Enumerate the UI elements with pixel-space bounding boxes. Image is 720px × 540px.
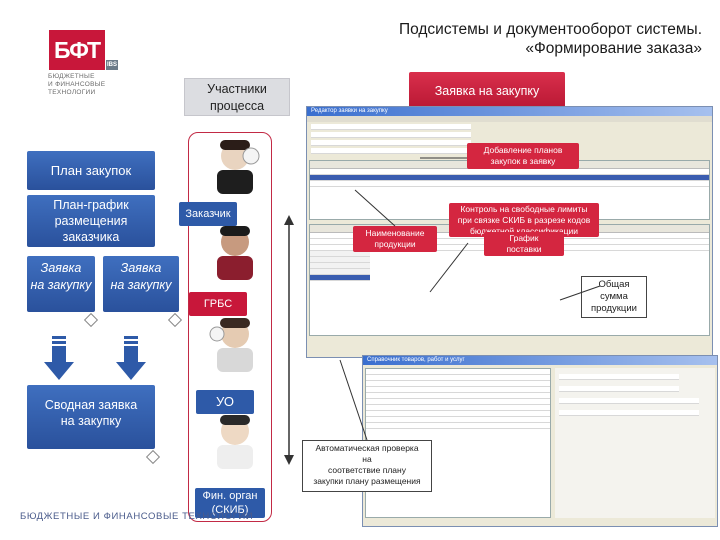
callout-schedule-line2: поставки: [506, 244, 542, 254]
tree-node[interactable]: [366, 423, 550, 429]
tree-node[interactable]: [366, 411, 550, 417]
footer-text: БЮДЖЕТНЫЕ И ФИНАНСОВЫЕ ТЕХНОЛОГИИ: [20, 511, 254, 522]
role-fin-organ: Фин. орган (СКИБ): [195, 488, 265, 518]
plan-purchases-box: План закупок: [27, 151, 155, 190]
context-menu-item[interactable]: [310, 263, 370, 269]
tree-node[interactable]: [366, 387, 550, 393]
product-directory-window: Справочник товаров, работ и услуг: [362, 355, 718, 527]
callout-add-plans: Добавление планов закупок в заявку: [467, 143, 579, 169]
directory-details: [555, 368, 715, 518]
down-arrow-icon: [116, 336, 146, 380]
participants-header: Участники процесса: [184, 78, 290, 116]
callout-product-line1: Наименование: [365, 228, 425, 238]
callout-add-plans-line2: закупок в заявку: [490, 156, 556, 166]
tree-node[interactable]: [366, 381, 550, 387]
plan-schedule-line3: заказчика: [62, 230, 120, 244]
callout-product-line2: продукции: [374, 239, 416, 249]
request-box-2-line1: Заявка: [120, 261, 162, 275]
logo-bft: БФТ: [49, 30, 105, 70]
context-menu-item[interactable]: [310, 251, 370, 257]
summary-request-box: Сводная заявка на закупку: [27, 385, 155, 449]
participant-figures: [209, 140, 260, 469]
toolbar[interactable]: [307, 116, 712, 122]
directory-titlebar: Справочник товаров, работ и услуг: [363, 356, 717, 365]
callout-auto-line3: соответствие плану: [328, 465, 406, 475]
callout-auto-line4: закупки плану размещения: [313, 476, 421, 486]
zayavka-header: Заявка на закупку: [409, 72, 565, 110]
down-arrows: [44, 336, 146, 380]
page-title-line1: Подсистемы и документооборот системы.: [398, 21, 702, 38]
plan-schedule-line2: размещения: [54, 214, 128, 228]
callout-auto-check: Автоматическая проверка на соответствие …: [302, 440, 432, 492]
participants-header-line2: процесса: [209, 99, 265, 113]
form-row[interactable]: [311, 140, 471, 146]
tree-node[interactable]: [366, 405, 550, 411]
request-box-2-line2: на закупку: [110, 278, 172, 292]
logo-sub-line3: ТЕХНОЛОГИИ: [48, 89, 96, 96]
callout-schedule-line1: График: [509, 233, 539, 243]
detail-field[interactable]: [559, 398, 699, 404]
callout-limits-line1: Контроль на свободные лимиты: [460, 204, 588, 214]
callout-add-plans-line1: Добавление планов: [483, 145, 563, 155]
form-row[interactable]: [311, 132, 471, 138]
role-fin-line1: Фин. орган: [202, 490, 258, 502]
table-row[interactable]: [310, 169, 709, 175]
form-row[interactable]: [311, 148, 511, 154]
detail-field[interactable]: [559, 410, 699, 416]
participants-header-line1: Участники: [207, 82, 267, 96]
request-box-1: Заявка на закупку: [27, 256, 95, 312]
callout-product-name: Наименование продукции: [353, 226, 437, 252]
summary-request-line1: Сводная заявка: [44, 398, 138, 412]
context-menu-item[interactable]: [310, 257, 370, 263]
logo-sub-line1: БЮДЖЕТНЫЕ: [48, 73, 95, 80]
context-menu-item[interactable]: [310, 275, 370, 281]
callout-total-sum: Общая сумма продукции: [581, 276, 647, 318]
role-customer: Заказчик: [179, 202, 237, 226]
tree-node[interactable]: [366, 393, 550, 399]
plan-schedule-line1: План-график: [53, 198, 129, 212]
tree-node[interactable]: [366, 375, 550, 381]
role-uo: УО: [196, 390, 254, 414]
person-icon: [209, 318, 253, 372]
down-arrow-icon: [44, 336, 74, 380]
table-row[interactable]: [310, 175, 709, 181]
context-menu-item[interactable]: [310, 269, 370, 275]
person-icon: [217, 226, 253, 280]
page-title: Подсистемы и документооборот системы. «Ф…: [322, 20, 702, 58]
callout-limits-line2: при связке СКИБ в разрезе кодов: [457, 215, 591, 225]
tree-node[interactable]: [366, 417, 550, 423]
request-box-1-line2: на закупку: [30, 278, 92, 292]
person-icon: [217, 140, 260, 194]
table-row[interactable]: [310, 181, 709, 187]
callout-total-line2: сумма: [600, 291, 628, 302]
plans-table[interactable]: [309, 160, 710, 220]
vertical-double-arrow-icon: [284, 215, 294, 465]
person-icon: [217, 415, 253, 469]
callout-total-line3: продукции: [590, 303, 637, 314]
detail-field[interactable]: [559, 374, 679, 380]
callout-limits-control: Контроль на свободные лимиты при связке …: [449, 203, 599, 237]
request-editor-titlebar: Редактор заявки на закупку: [307, 107, 712, 116]
request-box-2: Заявка на закупку: [103, 256, 179, 312]
callout-limits-line3: бюджетной классификации: [469, 226, 579, 236]
callout-total-line1: Общая: [598, 279, 630, 290]
page-title-line2: «Формирование заказа»: [525, 40, 702, 57]
callout-delivery-schedule: График поставки: [484, 232, 564, 256]
tree-node[interactable]: [366, 369, 550, 375]
logo-subtitle: БЮДЖЕТНЫЕ И ФИНАНСОВЫЕ ТЕХНОЛОГИИ: [48, 73, 128, 97]
request-box-1-line1: Заявка: [40, 261, 82, 275]
logo-ibs-badge: IBS: [106, 60, 118, 70]
plan-schedule-box: План-график размещения заказчика: [27, 195, 155, 247]
form-row[interactable]: [311, 124, 471, 130]
summary-request-line2: на закупку: [60, 414, 122, 428]
role-grbs: ГРБС: [189, 292, 247, 316]
role-fin-line2: (СКИБ): [211, 504, 249, 516]
logo-sub-line2: И ФИНАНСОВЫЕ: [48, 81, 106, 88]
callout-auto-line1: Автоматическая проверка: [315, 443, 419, 453]
detail-field[interactable]: [559, 386, 679, 392]
tree-node[interactable]: [366, 399, 550, 405]
callout-auto-line2: на: [362, 454, 372, 464]
